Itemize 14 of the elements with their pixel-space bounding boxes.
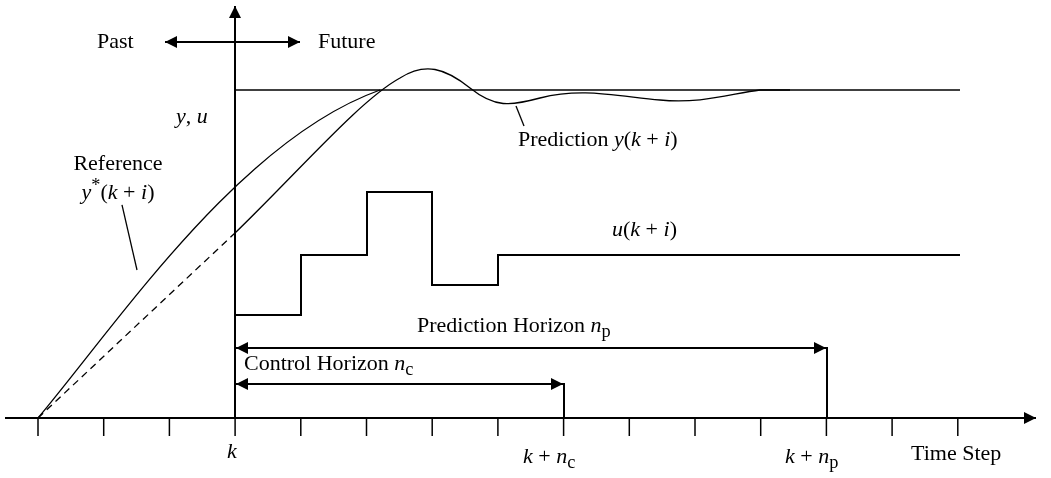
tick-label: k + n$_{p}$ bbox=[785, 443, 839, 474]
curve-label: Reference y$^{*}$(k + i) bbox=[62, 150, 174, 205]
tick-label: k bbox=[227, 438, 237, 464]
axis-label: Time Step bbox=[911, 440, 1002, 466]
dimension-label: Control Horizon n$_{c}$ bbox=[244, 350, 414, 381]
dimension-label: Prediction Horizon n$_{p}$ bbox=[417, 312, 611, 343]
curve-label: u(k + i) bbox=[612, 216, 677, 242]
axis-label: Past bbox=[97, 28, 134, 54]
axis-label: Future bbox=[318, 28, 376, 54]
leader-line bbox=[121, 204, 138, 271]
curve-label: Prediction y(k + i) bbox=[518, 126, 678, 152]
tick-label: k + n$_{c}$ bbox=[523, 443, 576, 474]
axis-label: y, u bbox=[176, 103, 208, 129]
leader-line bbox=[515, 105, 525, 127]
